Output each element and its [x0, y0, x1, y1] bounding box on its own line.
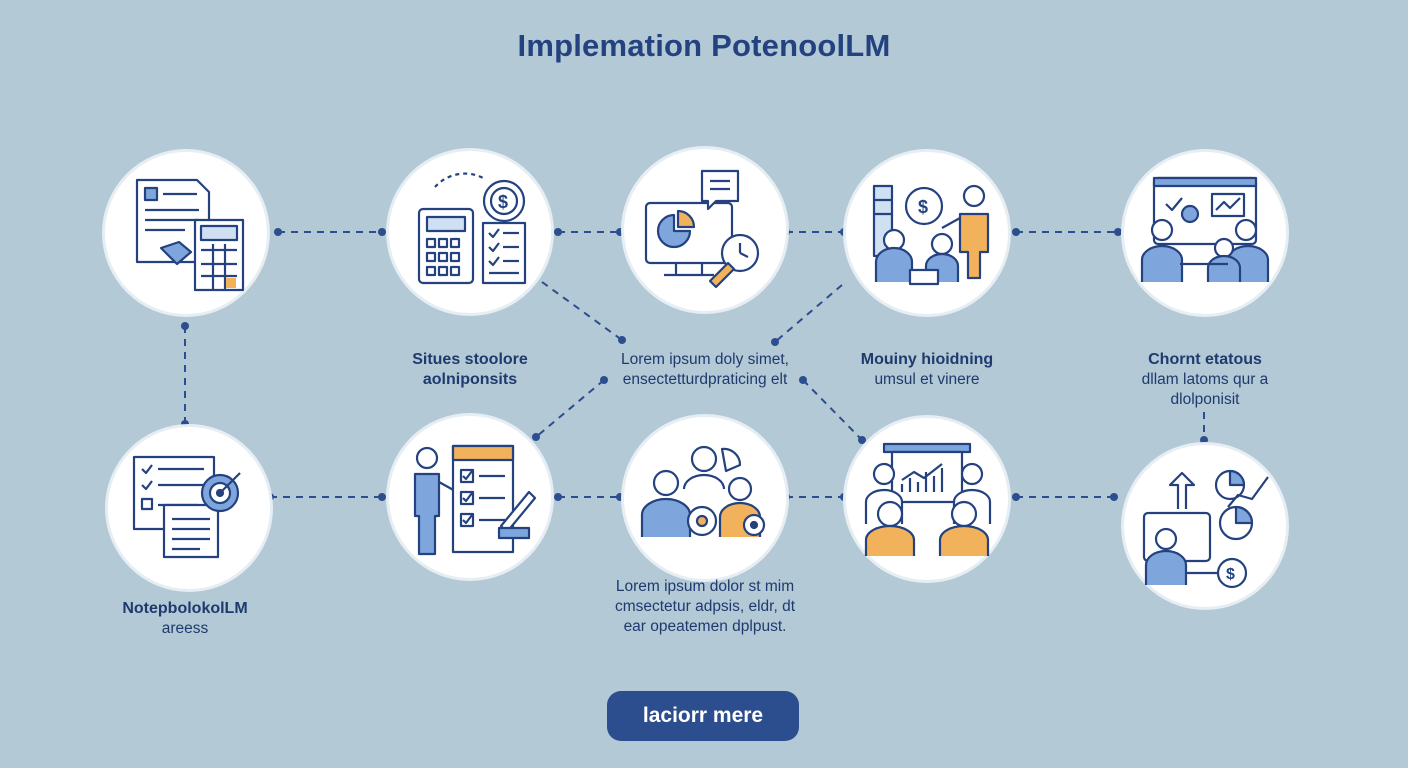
caption-line: dllam latoms qur a — [1141, 371, 1269, 388]
step-node-8[interactable] — [624, 417, 786, 579]
step-node-3[interactable] — [624, 149, 786, 311]
calculator-dollar-gear-icon: $ — [417, 172, 527, 285]
caption-line: Lorem ipsum dolor st mim — [615, 578, 795, 595]
caption-line: NotepbolokolLM — [122, 600, 248, 617]
svg-text:$: $ — [1226, 566, 1235, 583]
team-presentation-chart-icon — [864, 442, 992, 556]
caption-line: umsul et vinere — [874, 371, 980, 388]
caption-step-4: Mouiny hioidning umsul et vinere — [835, 350, 1019, 390]
documents-calculator-icon — [135, 178, 245, 292]
caption-line: Chornt etatous — [1148, 351, 1262, 368]
caption-line: Situes stoolore — [412, 351, 528, 368]
monitor-chart-clock-icon — [644, 169, 760, 289]
step-node-6[interactable] — [108, 427, 270, 589]
team-dollar-presentation-icon: $ — [872, 184, 990, 286]
step-node-1[interactable] — [105, 152, 267, 314]
page-title: Implemation PotenoolLM — [517, 28, 891, 63]
caption-step-8: Lorem ipsum dolor st mim cmsectetur adps… — [585, 577, 825, 637]
svg-text:$: $ — [498, 192, 508, 212]
caption-line: areess — [161, 620, 209, 637]
caption-line: ensectetturdpraticing elt — [622, 371, 788, 388]
caption-line: Mouiny hioidning — [860, 351, 994, 368]
team-gears-icon — [640, 445, 766, 537]
documents-target-icon — [132, 455, 241, 559]
svg-text:$: $ — [918, 197, 928, 217]
person-checklist-icon — [413, 444, 537, 556]
step-node-10[interactable]: $ — [1124, 445, 1286, 607]
learn-more-button[interactable]: lacior​r mere — [607, 691, 799, 741]
caption-step-3: Lorem ipsum doly simet, ensectetturdprat… — [596, 350, 814, 390]
person-pie-growth-icon: $ — [1142, 469, 1269, 589]
caption-line: aolniponsits — [422, 371, 518, 388]
step-node-7[interactable] — [389, 416, 551, 578]
step-node-4[interactable]: $ — [846, 152, 1008, 314]
step-node-2[interactable]: $ — [389, 151, 551, 313]
caption-line: cmsectetur adpsis, eldr, dt — [614, 598, 796, 615]
caption-step-5: Chornt etatous dllam latoms qur a dlolpo… — [1110, 350, 1300, 410]
caption-line: ear opeatemen dplpust. — [623, 618, 787, 635]
step-node-9[interactable] — [846, 418, 1008, 580]
caption-step-2: Situes stoolore aolniponsits — [370, 350, 570, 390]
caption-line: dlolponisit — [1170, 391, 1240, 408]
step-node-5[interactable] — [1124, 152, 1286, 314]
team-monitor-meeting-icon — [1140, 176, 1270, 282]
caption-line: Lorem ipsum doly simet, — [621, 351, 789, 368]
caption-step-6: NotepbolokolLM areess — [85, 599, 285, 639]
